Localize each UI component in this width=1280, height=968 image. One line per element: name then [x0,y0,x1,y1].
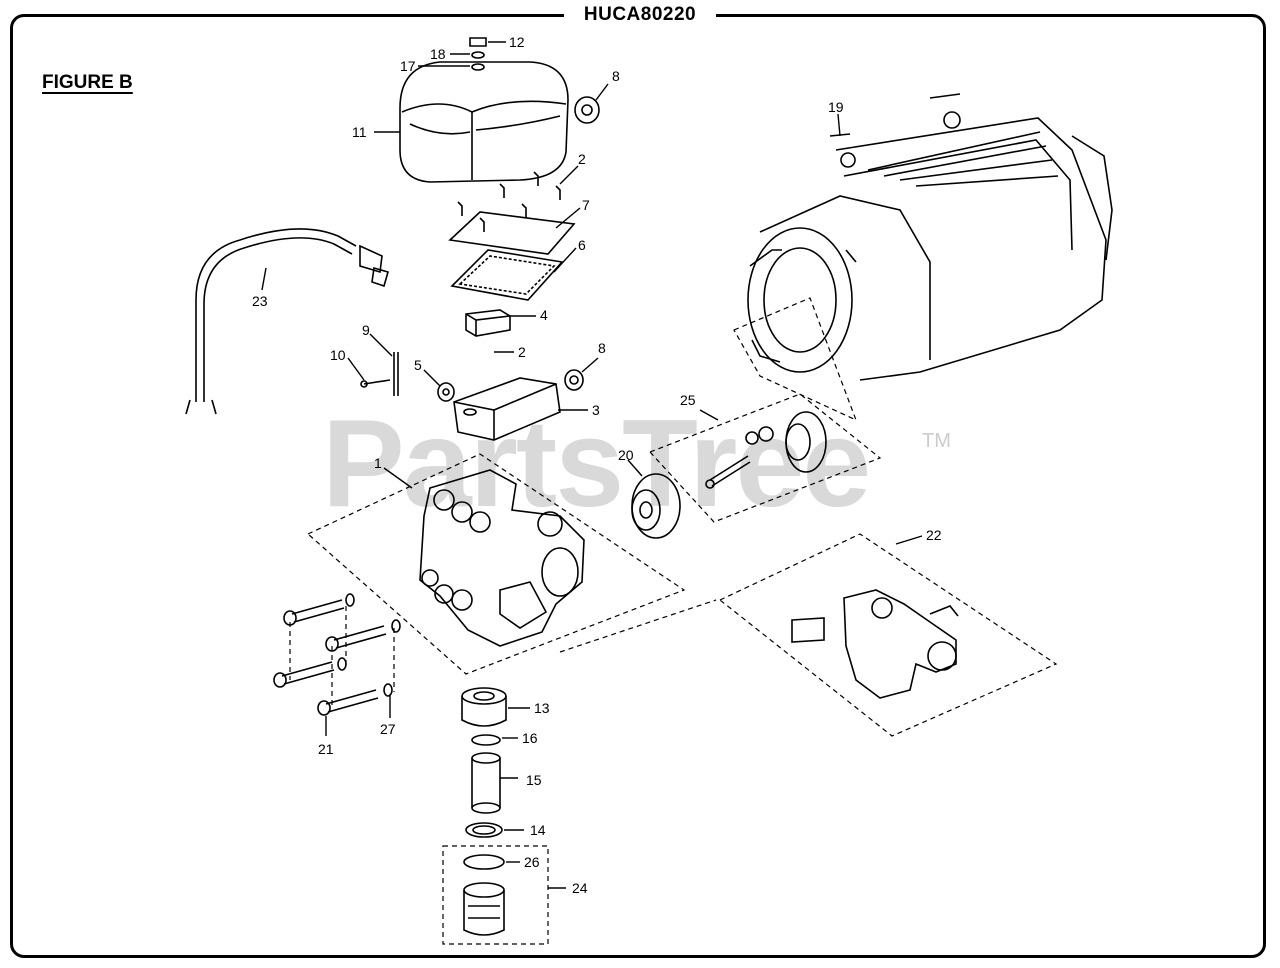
part-top-screw [469,37,487,71]
callout-13: 13 [534,700,550,716]
coupling-assembly-box [648,393,882,523]
callout-19: 19 [828,99,844,115]
motor-mount-box [733,297,858,422]
leader-20 [627,459,643,477]
part-o-ring [471,734,501,746]
callout-23: 23 [252,293,268,309]
part-plate [448,211,576,255]
part-motor [747,93,1113,381]
part-pump [419,469,585,647]
leader-1 [383,467,413,489]
figure-label: FIGURE B [42,72,133,93]
callout-7: 7 [582,197,590,213]
part-switch-box [453,377,561,441]
callout-11: 11 [352,124,367,140]
callout-20: 20 [618,447,634,463]
part-pump-bolts [273,599,387,716]
part-inlet-screen [465,822,503,838]
leader-25 [699,409,719,421]
callout-14: 14 [530,822,546,838]
part-cover [399,61,569,183]
callout-12: 12 [509,34,525,50]
part-inlet-tube [471,752,501,814]
callout-5: 5 [414,357,422,373]
part-power-cord [185,228,389,415]
callout-2-upper: 2 [578,151,586,167]
leader-9 [369,333,393,357]
part-grommet-top [574,96,600,124]
callout-2-lower: 2 [518,344,526,360]
part-coupling [705,411,827,489]
leader-6 [553,247,577,273]
callout-9: 9 [362,322,370,338]
leader-23 [261,267,267,291]
callout-8-top: 8 [612,68,620,84]
part-screws-group [457,171,561,232]
leader-19 [837,113,841,137]
part-switch [465,309,511,337]
callout-3: 3 [592,402,600,418]
callout-25: 25 [680,392,696,408]
callout-16: 16 [522,730,538,746]
callout-27: 27 [380,721,396,737]
pump-assembly-box [306,453,686,675]
part-pulley [631,473,681,539]
callout-10: 10 [330,347,346,363]
part-inlet-nut [461,687,507,727]
part-quick-connect [463,854,505,936]
part-clamp [360,352,399,396]
callout-24: 24 [572,880,588,896]
callout-22: 22 [926,527,942,543]
unloader-assembly-box [718,533,1058,737]
callout-labels: 12 18 17 8 11 19 2 7 6 23 4 9 10 2 5 8 3… [252,34,942,896]
watermark-trademark: TM [922,430,951,452]
leader-8a [595,83,609,101]
callout-17: 17 [400,58,416,74]
leader-7 [555,207,581,229]
callout-26: 26 [524,854,540,870]
quick-connect-box [442,845,549,945]
part-unloader [791,589,959,699]
callout-18: 18 [430,46,446,62]
part-grommets-lower [437,369,584,402]
callout-1: 1 [374,455,382,471]
bolt-guide-lines [289,606,395,706]
leader-2a [559,165,579,185]
part-gasket [450,249,564,301]
leader-10 [347,357,365,381]
callout-8-lower: 8 [598,340,606,356]
unloader-guide-line [559,599,717,653]
leader-22 [895,535,923,545]
callout-15: 15 [526,772,542,788]
callout-6: 6 [578,237,586,253]
callout-4: 4 [540,307,548,323]
model-code-title: HUCA80220 [564,3,716,27]
callout-21: 21 [318,741,334,757]
leader-5 [423,369,441,387]
leader-8b [581,357,599,373]
